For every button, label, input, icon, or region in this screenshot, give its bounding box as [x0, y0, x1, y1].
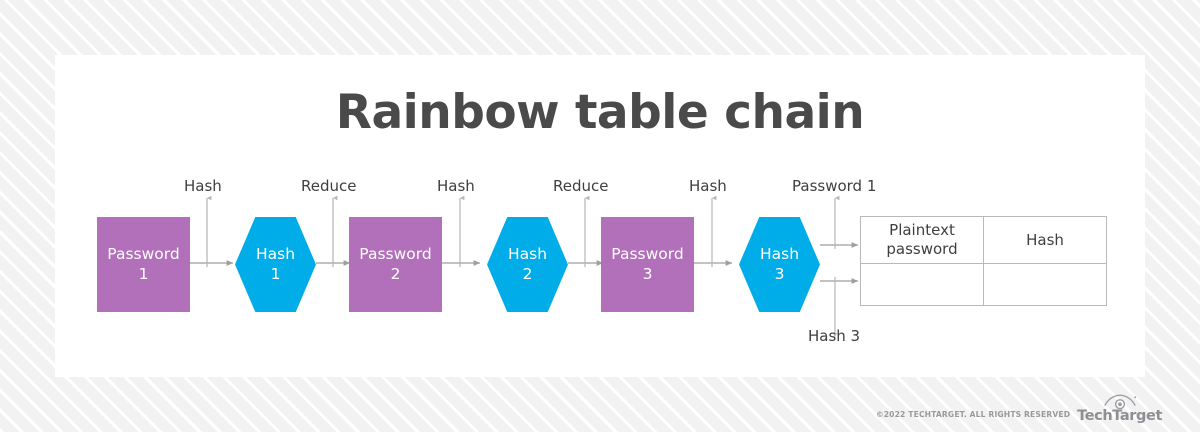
- table-row: [860, 263, 1107, 306]
- step-label-hash-3: Hash: [689, 177, 727, 195]
- step-label-hash-2: Hash: [437, 177, 475, 195]
- content-card: Rainbow table chain: [55, 55, 1145, 377]
- table-header-plaintext-password-line2: password: [886, 240, 958, 258]
- table-header-plaintext-password-line1: Plaintext: [889, 221, 955, 240]
- node-password-3-label-line1: Password: [611, 245, 684, 264]
- table-cell-plaintext-password: [860, 263, 984, 306]
- node-hash-3-label-line1: Hash: [759, 245, 800, 264]
- rainbow-table-chain-diagram: Password 1 Hash 1 Password 2: [55, 55, 1145, 377]
- copyright-text: ©2022 TECHTARGET. ALL RIGHTS RESERVED: [876, 410, 1071, 419]
- node-hash-1-label-line2: 1: [270, 264, 281, 283]
- node-password-1: Password 1: [97, 217, 190, 312]
- node-password-2: Password 2: [349, 217, 442, 312]
- node-password-2-label-line1: Password: [359, 245, 432, 264]
- hexagon-shape: [739, 217, 820, 312]
- table-header-row: Plaintext password Hash: [860, 216, 1107, 264]
- node-hash-1-label-line1: Hash: [255, 245, 296, 264]
- techtarget-logo: TechTarget: [1077, 394, 1162, 424]
- rainbow-lookup-table: Plaintext password Hash: [860, 216, 1107, 306]
- table-header-hash-line1: Hash: [1026, 230, 1064, 249]
- node-password-3-label-line2: 3: [642, 264, 653, 283]
- table-header-hash: Hash: [983, 216, 1107, 264]
- node-hash-2-label-line1: Hash: [507, 245, 548, 264]
- hexagon-shape: [235, 217, 316, 312]
- page-title: Rainbow table chain: [335, 85, 865, 140]
- node-hash-3-label-line2: 3: [774, 264, 785, 283]
- node-hash-3: Hash 3: [739, 217, 820, 312]
- table-cell-hash: [983, 263, 1107, 306]
- node-password-2-label-line2: 2: [390, 264, 401, 283]
- step-label-reduce-2: Reduce: [553, 177, 609, 195]
- node-password-3: Password 3: [601, 217, 694, 312]
- hexagon-shape: [487, 217, 568, 312]
- table-header-plaintext-password: Plaintext password: [860, 216, 984, 264]
- node-hash-2-label-line2: 2: [522, 264, 533, 283]
- node-hash-1: Hash 1: [235, 217, 316, 312]
- step-label-output-hash-3: Hash 3: [808, 327, 861, 345]
- techtarget-wordmark: TechTarget: [1077, 407, 1162, 424]
- node-password-1-label-line1: Password: [107, 245, 180, 264]
- footer: ©2022 TECHTARGET. ALL RIGHTS RESERVED Te…: [876, 394, 1162, 424]
- eye-icon: [1103, 394, 1136, 409]
- step-label-reduce-1: Reduce: [301, 177, 357, 195]
- step-label-output-password-1: Password 1: [792, 177, 877, 195]
- step-label-hash-1: Hash: [184, 177, 222, 195]
- node-hash-2: Hash 2: [487, 217, 568, 312]
- node-password-1-label-line2: 1: [138, 264, 149, 283]
